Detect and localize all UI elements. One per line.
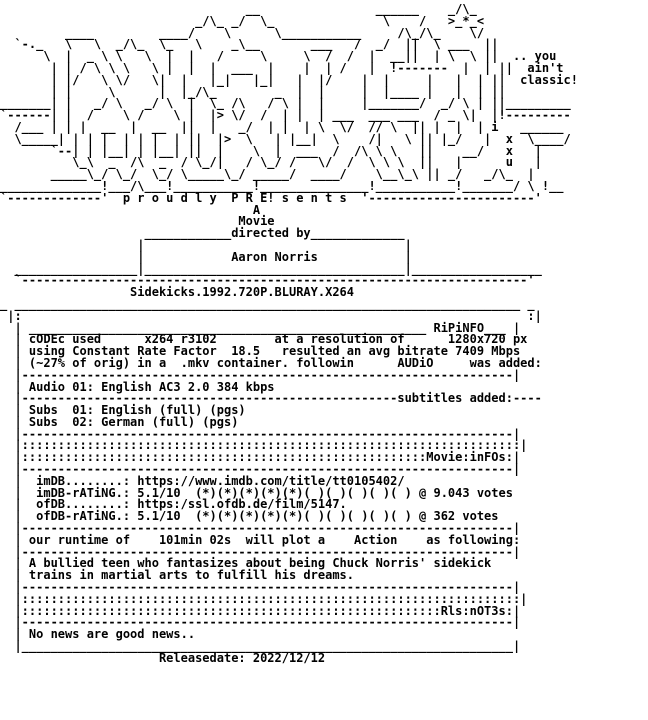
nfo-line: |---------------------------------------… bbox=[0, 580, 521, 595]
nfo-line: Releasedate: 2022/12/12 bbox=[0, 650, 326, 665]
nfo-line: `---------------------------------------… bbox=[0, 273, 535, 288]
nfo-line: `------| | / \ / \ | |> \/ / | | | ___ _… bbox=[0, 108, 571, 123]
nfo-line: _/\_ _/ \_ \ / >_*_< bbox=[0, 13, 485, 28]
nfo-line: | imDB-rATiNG.: 5.1/10 (*)(*)(*)(*)(*)( … bbox=[0, 485, 513, 500]
nfo-line: |_______________________________________… bbox=[0, 639, 521, 654]
nfo-line: | Subs 02: German (full) (pgs) bbox=[0, 414, 239, 429]
nfo-line: ____ ____/ \ \___________ /\_/\_ \/ bbox=[0, 25, 485, 40]
nfo-line: _____\_/ \_/ \_/ \_____\_/ _____/ ____/ … bbox=[0, 167, 535, 182]
nfo-line: _________________|______________________… bbox=[0, 261, 542, 276]
nfo-line: |: :| bbox=[0, 308, 542, 323]
nfo-line: | our runtime of 101min 02s will plot a … bbox=[0, 532, 521, 547]
nfo-line: | No news are good news.. bbox=[0, 627, 196, 642]
nfo-line: |---------------------------------------… bbox=[0, 544, 521, 559]
nfo-line: |:::::::::::::::::::::::::::::::::::::::… bbox=[0, 438, 528, 453]
nfo-line: Movie bbox=[0, 214, 275, 229]
nfo-line: /___ | | | __ | __ || | _/ | | | \ \/ //… bbox=[0, 119, 564, 134]
nfo-line: ____________directed by_____________ bbox=[0, 226, 405, 241]
nfo-line: |---------------------------------------… bbox=[0, 367, 521, 382]
nfo-line: | using Constant Rate Factor 18.5 result… bbox=[0, 344, 521, 359]
nfo-line: |:::::::::::::::::::::::::::::::::::::::… bbox=[0, 450, 521, 465]
nfo-line: | cODEc used x264 r3102 at a resolution … bbox=[0, 332, 528, 347]
nfo-line: __ ______ _/\_ bbox=[0, 2, 477, 16]
nfo-line: \_\ _ /\ _ / \_/| / \_/ / \/ / \ \ \ || … bbox=[0, 155, 542, 170]
nfo-line: | ______________________________________… bbox=[0, 320, 521, 335]
nfo-line: `--| | |__| | |__| || | \ | ___ / /\ \ \… bbox=[0, 143, 542, 158]
nfo-line: Sidekicks.1992.720P.BLURAY.X264 bbox=[0, 285, 355, 300]
nfo-line: _______| | _/ \ _/ \ | \_ /\ / \ | | |__… bbox=[0, 96, 571, 111]
nfo-line: | Audio 01: English AC3 2.0 384 kbps bbox=[0, 379, 275, 394]
nfo-line: |---------------------------------------… bbox=[0, 521, 521, 536]
nfo-line: |---------------------------------------… bbox=[0, 426, 521, 441]
nfo-line: | | / \ \ \ \ | | | ___ | | | / | !-----… bbox=[0, 60, 564, 75]
nfo-line: | ofDB........: https:/ssl.ofdb.de/film/… bbox=[0, 497, 347, 512]
nfo-line: | trains in martial arts to fulfill his … bbox=[0, 568, 355, 583]
nfo-line: _ ______________________________________… bbox=[0, 296, 535, 311]
nfo-line: | ofDB-rATiNG.: 5.1/10 (*)(*)(*)(*)(*)( … bbox=[0, 509, 499, 524]
nfo-line: | Subs 01: English (full) (pgs) bbox=[0, 403, 246, 418]
nfo-line: \_____| | | | | | | | || |> \ | |__| \ /… bbox=[0, 131, 571, 146]
nfo-line: | (~27% of orig) in a .mkv container. fo… bbox=[0, 355, 542, 370]
nfo-text: __ ______ _/\_ _/\_ _/ \_ \ / >_*_< ____… bbox=[0, 2, 648, 665]
nfo-line: | A bullied teen who fantasizes about be… bbox=[0, 556, 492, 571]
nfo-line: | | \ | |_/\_ _ | | | |____ | | | || bbox=[0, 84, 506, 99]
nfo-line: A bbox=[0, 202, 261, 217]
nfo-line: |:::::::::::::::::::::::::::::::::::::::… bbox=[0, 603, 521, 618]
nfo-line: | imDB........: https://www.imdb.com/tit… bbox=[0, 473, 405, 488]
nfo-line: |---------------------------------------… bbox=[0, 391, 542, 406]
nfo-line: | |/ \ \/ \| | |_| |_| | |/ | | | | | ||… bbox=[0, 72, 578, 87]
nfo-line: | | bbox=[0, 237, 412, 252]
nfo-line: | Aaron Norris | bbox=[0, 249, 412, 264]
nfo-line: |---------------------------------------… bbox=[0, 462, 521, 477]
nfo-line: \ | _ \ \ \ | | / \ \ / / | __|| | \ \ |… bbox=[0, 49, 557, 64]
nfo-line: |---------------------------------------… bbox=[0, 615, 521, 630]
nfo-line: `-._ \ \ _/\_ \_ \ _\__ ___ / _/ || \ __… bbox=[0, 37, 499, 52]
nfo-line: `-------------' p r o u d l y P R E! s e… bbox=[0, 190, 542, 205]
nfo-line: ______________!___/\___!___________!____… bbox=[0, 178, 564, 193]
nfo-line: |:::::::::::::::::::::::::::::::::::::::… bbox=[0, 591, 528, 606]
